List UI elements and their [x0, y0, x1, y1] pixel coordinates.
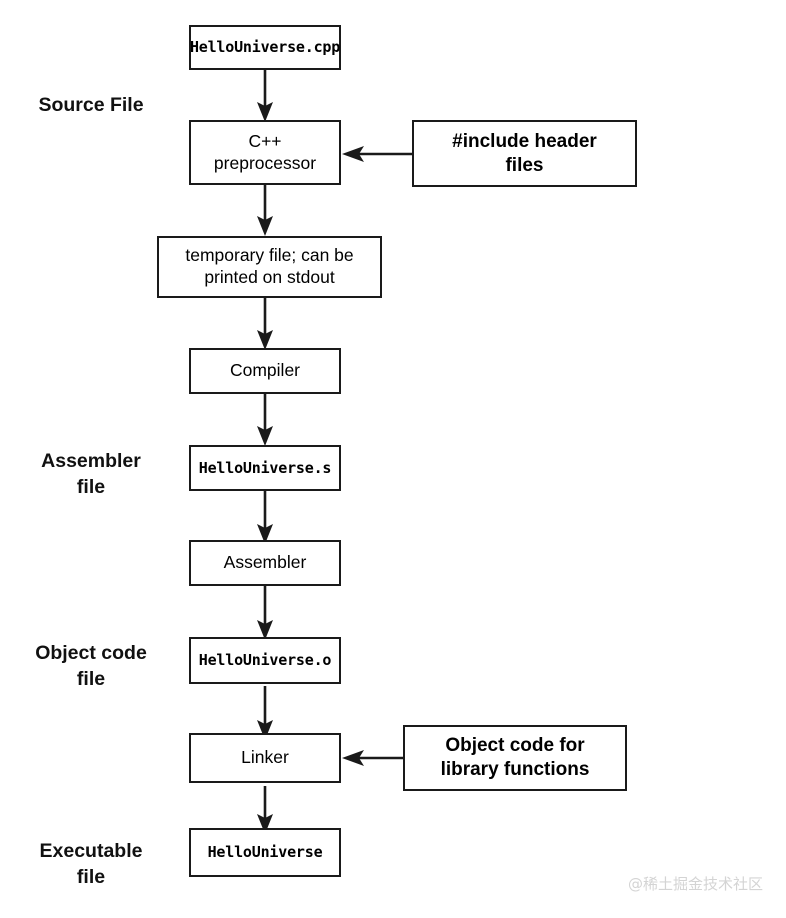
- node-include-header-files[interactable]: #include header files: [412, 120, 637, 187]
- node-hellouniverse-cpp[interactable]: HelloUniverse.cpp: [189, 25, 341, 70]
- edge-compiler-to-s: [257, 392, 273, 446]
- side-label-assembler-file: Assembler file: [41, 450, 141, 498]
- node-hellouniverse-s[interactable]: HelloUniverse.s: [189, 445, 341, 491]
- node-assembler[interactable]: Assembler: [189, 540, 341, 586]
- node-compiler[interactable]: Compiler: [189, 348, 341, 394]
- node-linker[interactable]: Linker: [189, 733, 341, 783]
- edge-include-to-preprocessor: [342, 146, 414, 162]
- side-label-source-file: Source File: [38, 94, 144, 116]
- edge-library-to-linker: [342, 750, 406, 766]
- node-hellouniverse-exe[interactable]: HelloUniverse: [189, 828, 341, 877]
- watermark: @稀土掘金技术社区: [628, 875, 764, 893]
- node-temporary-file[interactable]: temporary file; can be printed on stdout: [157, 236, 382, 298]
- edge-s-to-assembler: [257, 490, 273, 544]
- edge-preprocessor-to-temp: [257, 182, 273, 236]
- edge-temp-to-compiler: [257, 296, 273, 350]
- edge-cpp-to-preprocessor: [257, 68, 273, 122]
- node-cpp-preprocessor[interactable]: C++ preprocessor: [189, 120, 341, 185]
- node-object-code-library[interactable]: Object code for library functions: [403, 725, 627, 791]
- side-label-object-code-file: Object code file: [35, 642, 147, 690]
- side-label-executable-file: Executable file: [39, 840, 143, 888]
- edge-assembler-to-o: [257, 586, 273, 640]
- node-hellouniverse-o[interactable]: HelloUniverse.o: [189, 637, 341, 684]
